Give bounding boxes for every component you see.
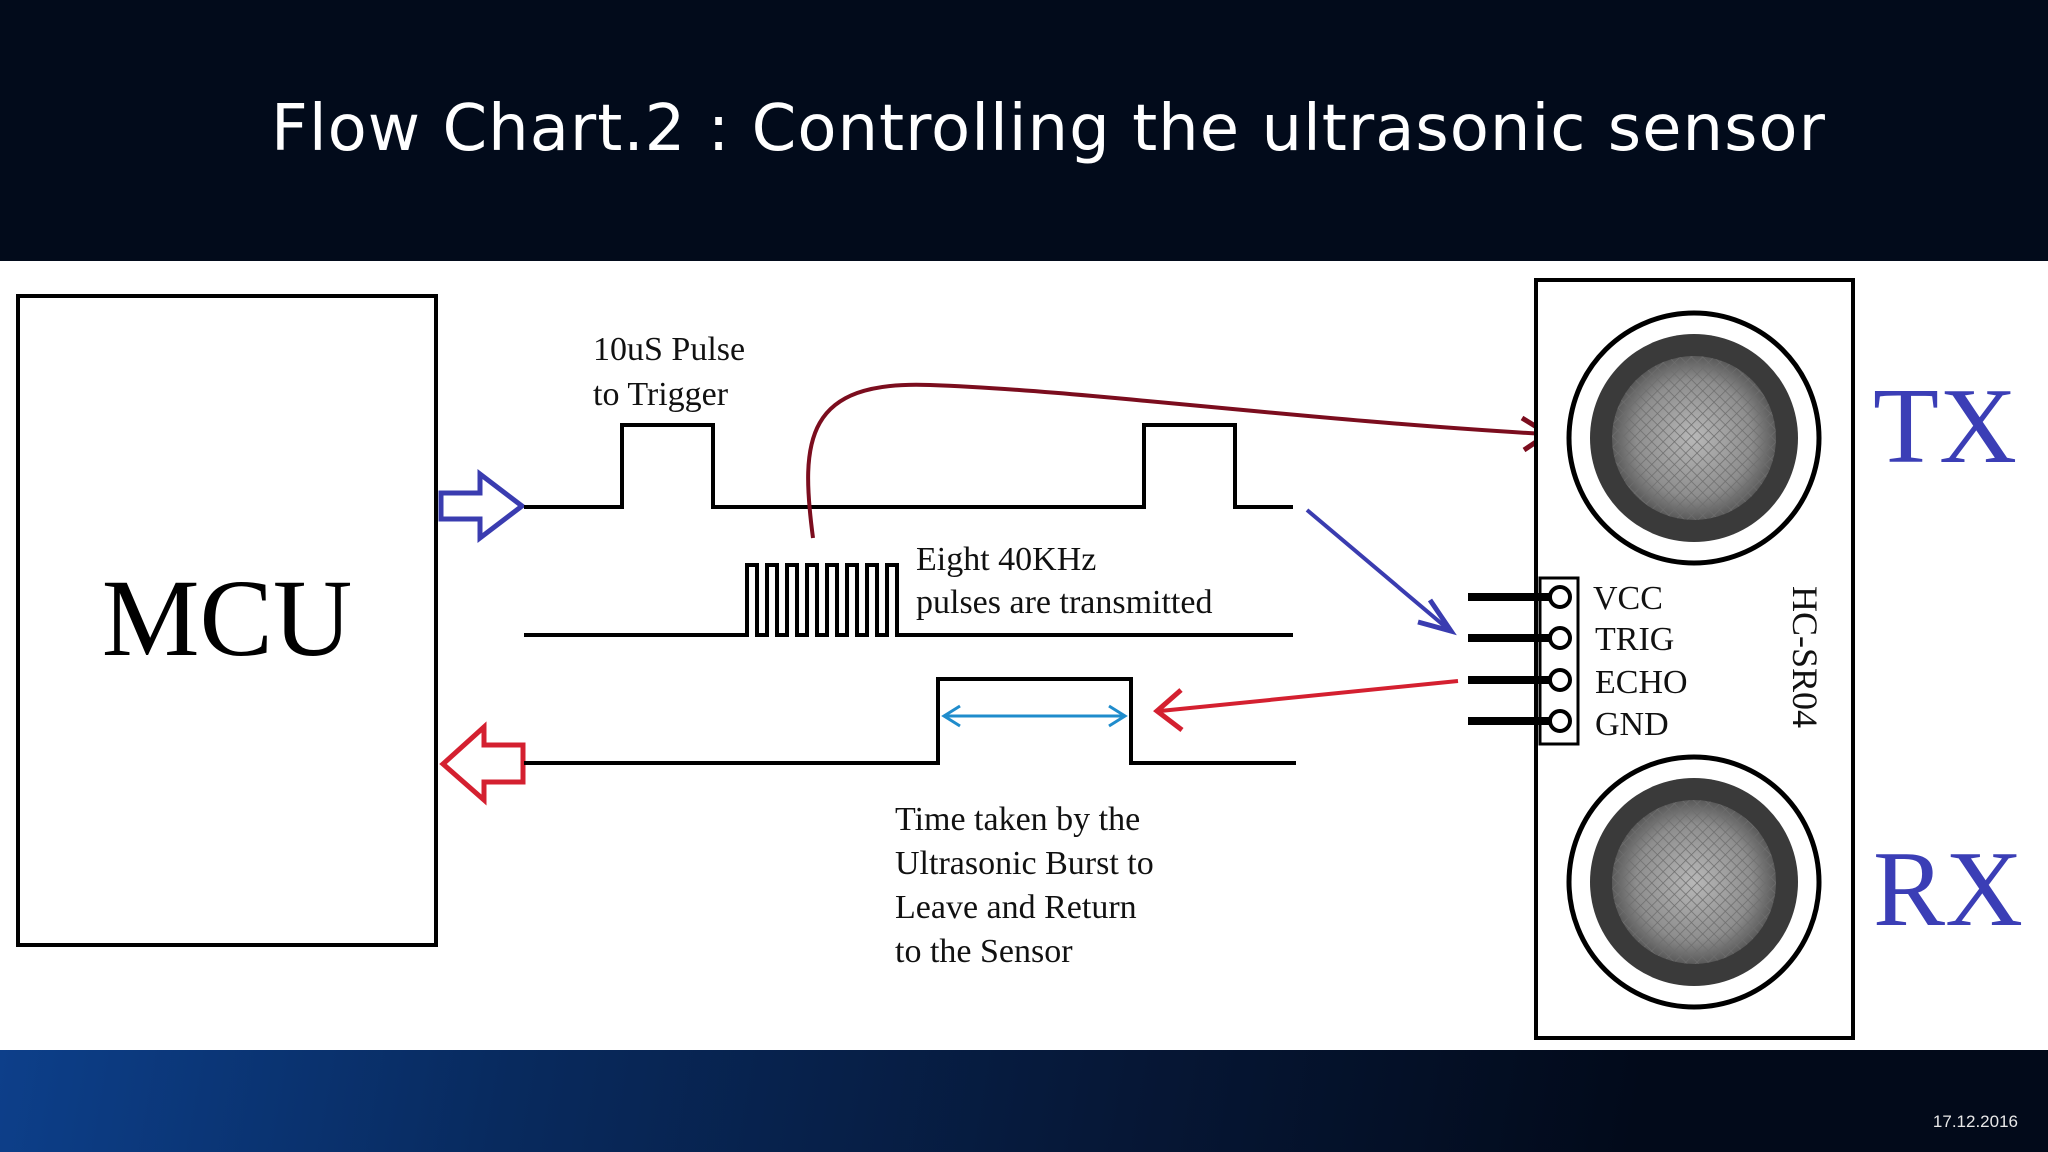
bottom-decor-band: 17.12.2016 — [0, 1050, 2048, 1152]
mcu-box — [16, 294, 438, 947]
echo-duration-arrow — [941, 704, 1128, 728]
pin-label-vcc: VCC — [1593, 580, 1663, 617]
tx-transmit-arrow — [806, 382, 1553, 539]
tx-label: TX — [1873, 367, 2017, 486]
pin-header — [1468, 576, 1580, 746]
trigger-label-line1: 10uS Pulse — [593, 331, 745, 368]
echo-label-line3: Leave and Return — [895, 889, 1137, 926]
rx-label: RX — [1873, 830, 2023, 949]
burst-waveform — [524, 563, 1293, 637]
slide-date: 17.12.2016 — [1932, 1112, 2018, 1131]
echo-label-line2: Ultrasonic Burst to — [895, 845, 1154, 882]
rx-transducer-icon — [1566, 754, 1822, 1010]
echo-label-line4: to the Sensor — [895, 933, 1073, 970]
trigger-waveform — [524, 423, 1293, 509]
burst-label-line2: pulses are transmitted — [916, 584, 1212, 621]
trig-pin-arrow — [1305, 508, 1457, 636]
echo-output-arrow-icon — [439, 721, 526, 806]
slide-title: Flow Chart.2 : Controlling the ultrasoni… — [271, 92, 1826, 166]
echo-return-arrow — [1153, 679, 1459, 732]
echo-label-line1: Time taken by the — [895, 801, 1140, 838]
trigger-label-line2: to Trigger — [593, 376, 729, 413]
pin-label-trig: TRIG — [1595, 621, 1674, 658]
pin-label-gnd: GND — [1595, 706, 1669, 743]
mcu-label: MCU — [102, 557, 353, 679]
tx-transducer-icon — [1566, 310, 1822, 566]
pin-label-echo: ECHO — [1595, 664, 1688, 701]
trigger-input-arrow-icon — [438, 468, 527, 544]
burst-label-line1: Eight 40KHz — [916, 541, 1096, 578]
echo-waveform — [524, 677, 1296, 765]
sensor-model-label: HC-SR04 — [1785, 586, 1825, 728]
